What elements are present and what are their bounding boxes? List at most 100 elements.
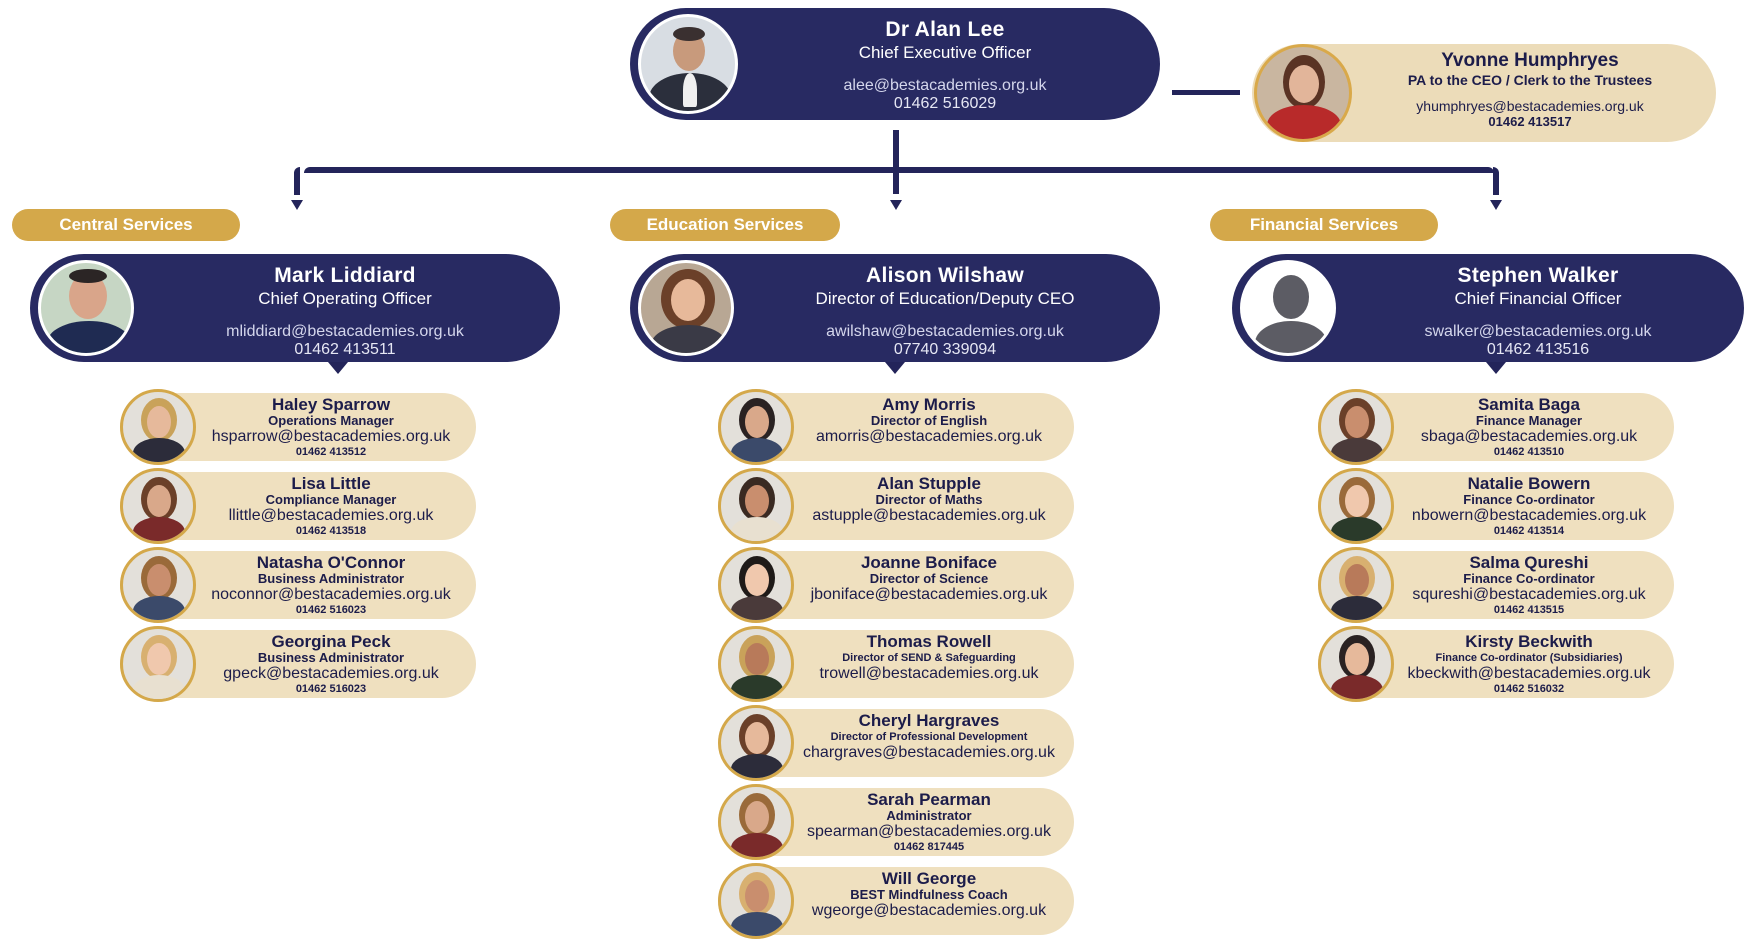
member-avatar-icon — [1318, 547, 1394, 623]
dept-label-education: Education Services — [610, 209, 840, 241]
member-email[interactable]: llittle@bestacademies.org.uk — [228, 507, 434, 524]
lead-central-phone: 01462 413511 — [294, 341, 396, 358]
dept-label-financial: Financial Services — [1210, 209, 1438, 241]
pa-avatar-icon — [1254, 44, 1352, 142]
member-name: Natasha O'Connor — [256, 553, 406, 572]
lead-financial-pointer — [1486, 362, 1506, 374]
member-avatar-icon — [718, 784, 794, 860]
member-role: Administrator — [886, 808, 972, 823]
member-name: Sarah Pearman — [867, 790, 991, 809]
arrow-education — [890, 200, 902, 210]
member-avatar-icon — [718, 468, 794, 544]
member-phone: 01462 413518 — [295, 525, 367, 537]
member-avatar-icon — [718, 389, 794, 465]
member-phone: 01462 413510 — [1493, 446, 1565, 458]
member-avatar-icon — [718, 705, 794, 781]
member-role: Finance Manager — [1475, 413, 1583, 428]
member-phone: 01462 413515 — [1493, 604, 1565, 616]
member-name: Samita Baga — [1477, 395, 1581, 414]
member-name: Will George — [881, 869, 977, 888]
member-name: Natalie Bowern — [1467, 474, 1591, 493]
member-avatar-icon — [1318, 468, 1394, 544]
member-role: Business Administrator — [257, 650, 405, 665]
lead-central-pointer — [328, 362, 348, 374]
lead-education-avatar-icon — [638, 260, 734, 356]
member-name: Salma Qureshi — [1469, 553, 1589, 572]
member-phone: 01462 413512 — [295, 446, 367, 458]
member-role: Director of English — [870, 413, 988, 428]
lead-financial-name: Stephen Walker — [1457, 264, 1619, 287]
member-phone: 01462 516023 — [295, 604, 367, 616]
dept-label-central: Central Services — [12, 209, 240, 241]
ceo-email[interactable]: alee@bestacademies.org.uk — [843, 77, 1047, 94]
member-email[interactable]: jboniface@bestacademies.org.uk — [810, 586, 1048, 603]
member-email[interactable]: squreshi@bestacademies.org.uk — [1412, 586, 1646, 603]
member-email[interactable]: hsparrow@bestacademies.org.uk — [211, 428, 451, 445]
branch-horizontal-line — [304, 167, 1494, 173]
member-email[interactable]: nbowern@bestacademies.org.uk — [1411, 507, 1647, 524]
lead-central-name: Mark Liddiard — [274, 264, 416, 287]
member-email[interactable]: kbeckwith@bestacademies.org.uk — [1407, 665, 1651, 682]
member-avatar-icon — [120, 626, 196, 702]
member-email[interactable]: spearman@bestacademies.org.uk — [807, 823, 1051, 840]
member-avatar-icon — [1318, 389, 1394, 465]
lead-education-role: Director of Education/Deputy CEO — [815, 289, 1075, 308]
pa-card: Yvonne Humphryes PA to the CEO / Clerk t… — [1252, 44, 1716, 142]
lead-financial-avatar-icon — [1240, 260, 1336, 356]
member-name: Joanne Boniface — [860, 553, 998, 572]
member-email[interactable]: astupple@bestacademies.org.uk — [812, 507, 1046, 524]
lead-central-email[interactable]: mliddiard@bestacademies.org.uk — [226, 323, 464, 340]
member-phone: 01462 817445 — [893, 841, 965, 853]
member-phone: 01462 516023 — [295, 683, 367, 695]
member-name: Cheryl Hargraves — [858, 711, 1000, 730]
lead-education-name: Alison Wilshaw — [865, 264, 1025, 287]
member-name: Amy Morris — [882, 395, 976, 414]
member-avatar-icon — [718, 626, 794, 702]
ceo-trunk-line — [893, 130, 899, 194]
lead-education-phone: 07740 339094 — [893, 341, 997, 358]
member-role: Operations Manager — [268, 413, 394, 428]
member-name: Haley Sparrow — [271, 395, 391, 414]
member-role: Director of SEND & Safeguarding — [842, 652, 1016, 664]
member-phone: 01462 413514 — [1493, 525, 1565, 537]
member-role: BEST Mindfulness Coach — [850, 887, 1008, 902]
member-email[interactable]: trowell@bestacademies.org.uk — [819, 665, 1039, 682]
arrow-central — [291, 200, 303, 210]
pa-phone: 01462 413517 — [1488, 114, 1572, 129]
lead-education-email[interactable]: awilshaw@bestacademies.org.uk — [826, 323, 1064, 340]
member-email[interactable]: sbaga@bestacademies.org.uk — [1420, 428, 1638, 445]
member-name: Kirsty Beckwith — [1465, 632, 1593, 651]
member-email[interactable]: wgeorge@bestacademies.org.uk — [811, 902, 1047, 919]
member-avatar-icon — [120, 468, 196, 544]
member-email[interactable]: noconnor@bestacademies.org.uk — [211, 586, 451, 603]
ceo-name: Dr Alan Lee — [885, 18, 1005, 41]
member-email[interactable]: chargraves@bestacademies.org.uk — [803, 744, 1055, 761]
pa-role: PA to the CEO / Clerk to the Trustees — [1407, 72, 1653, 88]
arrow-financial — [1490, 200, 1502, 210]
lead-card-financial: Stephen Walker Chief Financial Officer s… — [1232, 254, 1744, 362]
lead-financial-email[interactable]: swalker@bestacademies.org.uk — [1424, 323, 1652, 340]
member-avatar-icon — [120, 389, 196, 465]
member-phone: 01462 516032 — [1493, 683, 1565, 695]
ceo-role: Chief Executive Officer — [858, 43, 1032, 62]
lead-education-pointer — [885, 362, 905, 374]
lead-central-role: Chief Operating Officer — [258, 289, 432, 308]
member-avatar-icon — [718, 547, 794, 623]
pa-email[interactable]: yhumphryes@bestacademies.org.uk — [1416, 98, 1644, 114]
branch-left-drop — [294, 167, 300, 195]
ceo-pa-connector — [1172, 90, 1240, 95]
member-email[interactable]: gpeck@bestacademies.org.uk — [223, 665, 439, 682]
member-email[interactable]: amorris@bestacademies.org.uk — [815, 428, 1043, 445]
member-role: Compliance Manager — [265, 492, 397, 507]
